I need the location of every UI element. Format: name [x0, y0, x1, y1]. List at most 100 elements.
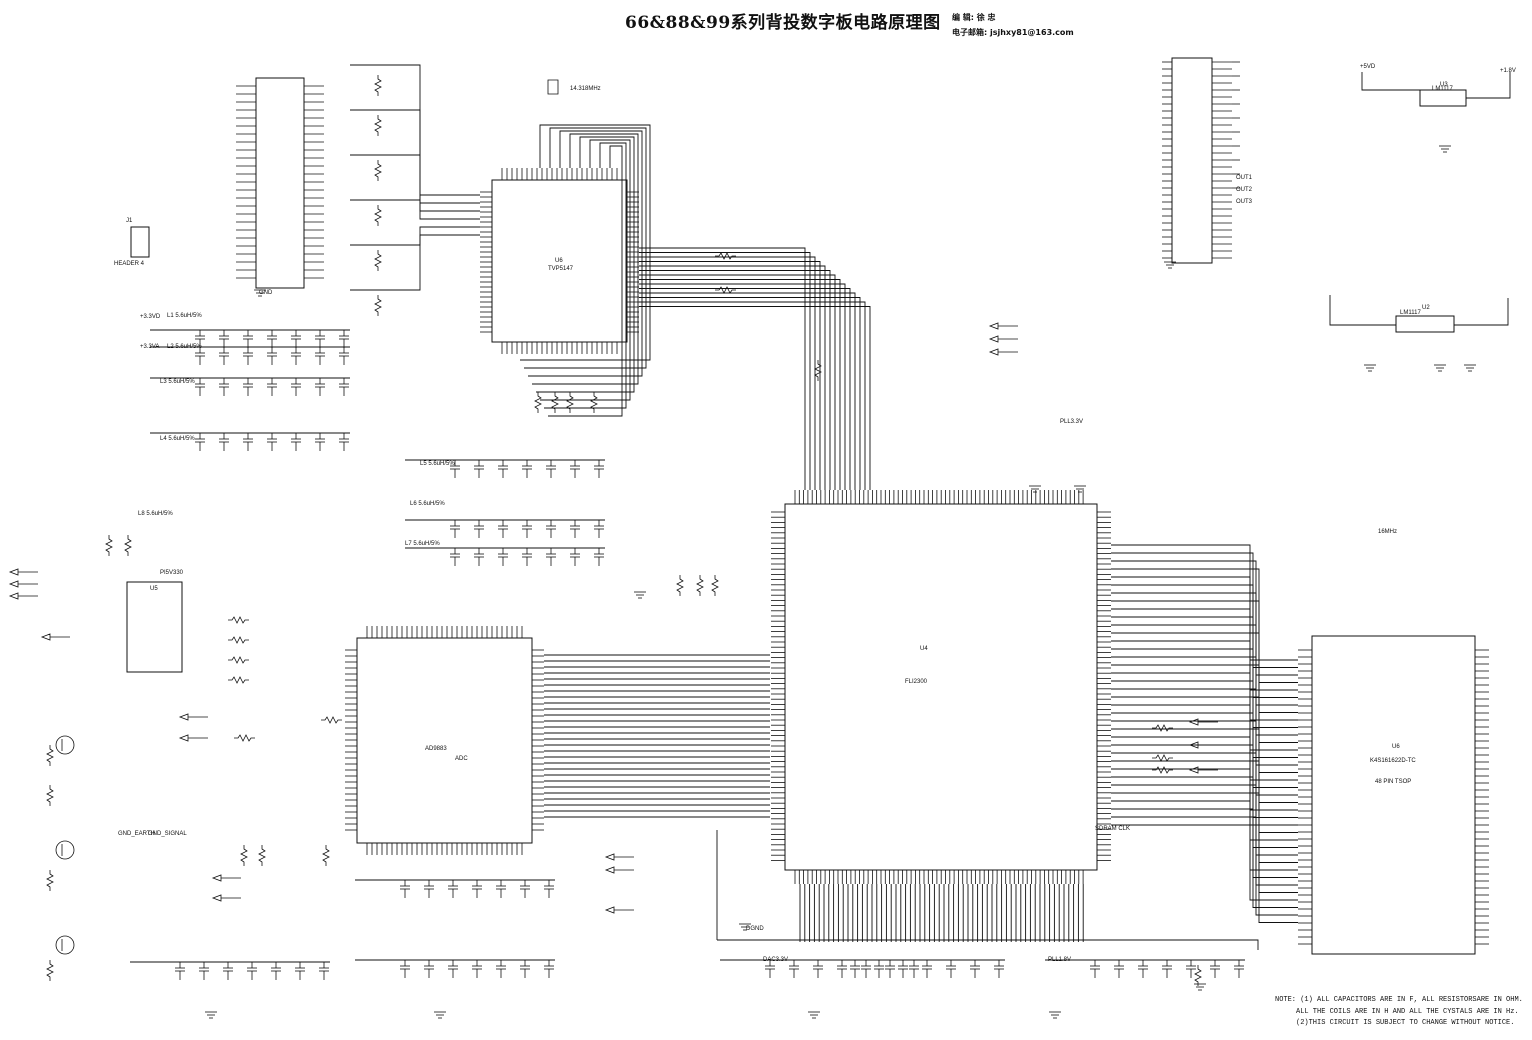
bus-wire: [639, 292, 856, 490]
coil-l8-label: L8 5.6uH/5%: [138, 511, 173, 517]
input-wire: [350, 109, 480, 204]
resistor: [711, 575, 719, 596]
net-1v8: +1.8V: [1500, 68, 1516, 74]
ic-adc-sub: ADC: [455, 756, 468, 762]
net-out2: OUT2: [1236, 187, 1253, 193]
signal-wire: [520, 124, 651, 361]
reg-wire: [1466, 72, 1511, 99]
resistor: [814, 360, 822, 381]
signal-arrow: [8, 580, 19, 588]
ic-sdram-ref: U6: [1392, 744, 1400, 750]
schematic-title: 66&88&99系列背投数字板电路原理图: [625, 13, 941, 33]
conn-right-body: [1171, 57, 1213, 264]
pin-group: [236, 61, 1489, 945]
conn-j1-ref: J1: [126, 218, 133, 224]
signal-arrow: [211, 874, 222, 882]
sdram-bus: [1111, 824, 1298, 923]
signal-arrow: [988, 322, 999, 330]
sdram-bus: [1111, 560, 1298, 676]
coil-l5-label: L5 5.6uH/5%: [420, 461, 455, 467]
resistor: [374, 160, 382, 181]
ic-u3-reg-body: [1395, 315, 1455, 333]
bus-wire: [639, 256, 816, 490]
ic-u5-pi5v330-body: [126, 581, 183, 673]
signal-arrow: [988, 335, 999, 343]
signal-arrow: [40, 633, 51, 641]
ic-u4-ref: U4: [920, 646, 928, 652]
resistor: [1152, 766, 1173, 774]
sdram-bus: [1111, 624, 1298, 736]
signal-wire: [544, 142, 627, 409]
note-line-1: NOTE: (1) ALL CAPACITORS ARE IN F, ALL R…: [1275, 996, 1523, 1004]
resistor: [105, 535, 113, 556]
ic-sdram-body: [1311, 635, 1476, 955]
ic-u6-tvp5147-body: [491, 179, 628, 343]
sdram-clk-tag: SDRAM CLK: [1095, 826, 1130, 832]
ic-u6-part: TVP5147: [548, 266, 574, 272]
resistor: [374, 250, 382, 271]
resistor: [228, 656, 249, 664]
coil-l3-label: L3 5.6uH/5%: [160, 379, 195, 385]
signal-arrow: [8, 592, 19, 600]
sdram-bus: [1111, 816, 1298, 916]
conn-j1-part: HEADER 4: [114, 261, 145, 267]
resistor: [590, 392, 598, 413]
signal-arrow: [1188, 718, 1199, 726]
resistor: [228, 636, 249, 644]
resistor: [1152, 724, 1173, 732]
resistor: [46, 870, 54, 891]
net-3v3vd: +3.3VD: [140, 314, 161, 320]
signal-arrow: [604, 853, 615, 861]
osc-tag: 16MHz: [1378, 529, 1397, 535]
net-gnd-signal: GND_SIGNAL: [148, 831, 187, 837]
signal-wire: [548, 145, 623, 417]
ic-u5-part: PI5V330: [160, 570, 184, 576]
net-pll3v3: PLL3.3V: [1060, 419, 1083, 425]
net-out1: OUT1: [1236, 175, 1253, 181]
signal-arrow: [178, 734, 189, 742]
bus-wire: [639, 306, 871, 490]
resistor: [566, 392, 574, 413]
coil-l6-label: L6 5.6uH/5%: [410, 501, 445, 507]
input-wire: [350, 199, 480, 220]
signal-arrow: [211, 894, 222, 902]
sdram-bus: [1111, 808, 1298, 908]
signal-wire: [528, 130, 643, 377]
bus-wire: [639, 279, 841, 490]
net-out3: OUT3: [1236, 199, 1253, 205]
resistor: [534, 392, 542, 413]
net-dgnd: DGND: [746, 926, 764, 932]
input-wire: [350, 234, 480, 291]
ic-u3-part: LM1117: [1400, 310, 1421, 316]
crystal: [547, 79, 559, 95]
signal-wire: [536, 136, 635, 393]
ic-u2-ref: U3: [1440, 82, 1448, 88]
transistor: [55, 935, 75, 955]
xtal-label: 14.318MHz: [570, 86, 601, 92]
ic-u4-part: FLI2300: [905, 679, 928, 685]
reg-wire: [1361, 72, 1420, 91]
resistor: [374, 295, 382, 316]
resistor: [374, 75, 382, 96]
ic-adc-part: AD9883: [425, 746, 447, 752]
signal-arrow: [604, 866, 615, 874]
resistor: [240, 845, 248, 866]
reg-wire: [1329, 295, 1396, 326]
ic-sdram-sub: 48 PIN TSOP: [1375, 779, 1411, 785]
wire-group: [130, 64, 1511, 963]
sdram-bus: [1111, 568, 1298, 683]
passive-group: [8, 61, 1476, 1019]
signal-wire: [540, 139, 631, 401]
bus-wire: [639, 274, 836, 490]
signal-arrow: [604, 906, 615, 914]
reg-wire: [1454, 298, 1509, 326]
editor-label: 编 辑: 徐 忠: [952, 13, 996, 22]
bus-wire: [639, 252, 811, 490]
resistor: [234, 734, 255, 742]
transistor: [55, 840, 75, 860]
resistor: [715, 286, 736, 294]
net-gnd: GND: [259, 290, 273, 296]
resistor: [322, 845, 330, 866]
conn-j1-body: [130, 226, 150, 258]
resistor: [228, 676, 249, 684]
